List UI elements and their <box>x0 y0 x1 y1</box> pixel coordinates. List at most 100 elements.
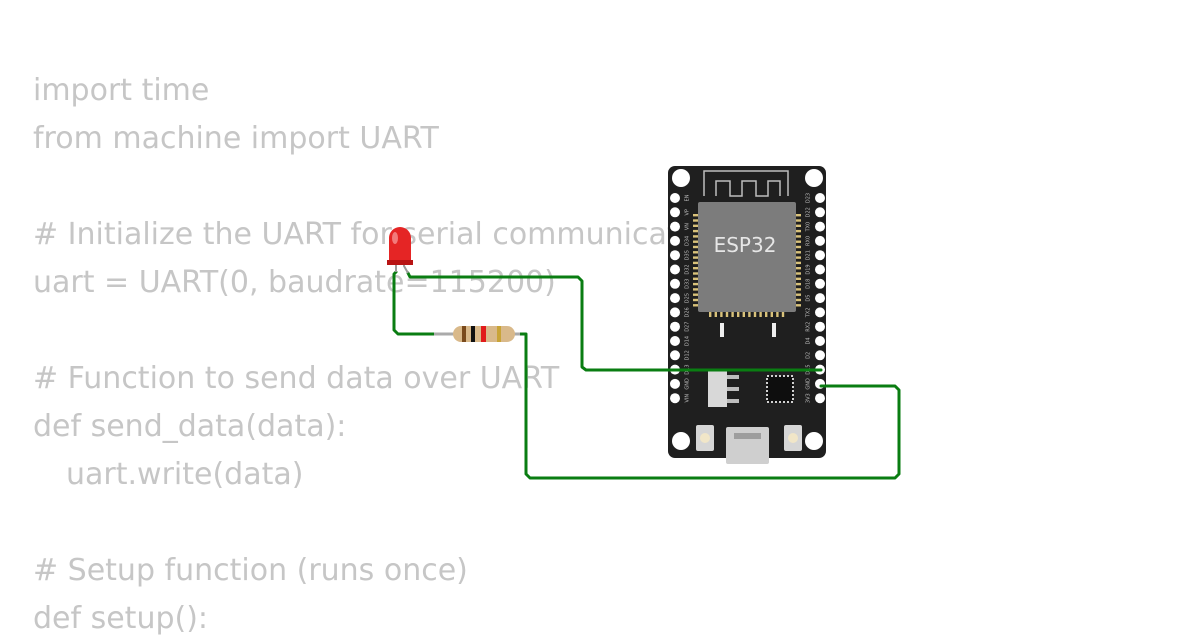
module-pad <box>693 267 699 270</box>
module-pad <box>795 245 801 249</box>
en-button[interactable] <box>696 425 714 451</box>
module-pad <box>753 311 757 317</box>
module-pad <box>795 277 801 280</box>
antenna-trace <box>703 170 789 197</box>
pin-3v3[interactable] <box>815 393 825 404</box>
pin-d22[interactable] <box>815 207 825 218</box>
pin-d2[interactable] <box>815 350 825 361</box>
module-pad <box>795 251 801 254</box>
pin-d18[interactable] <box>815 278 825 289</box>
module-pad <box>737 311 740 317</box>
left-pin-header: ENVPVND34D35D32D33D25D26D27D14D12D13GNDV… <box>670 193 691 404</box>
pin-rx2[interactable] <box>815 321 825 332</box>
module-pad <box>795 219 801 222</box>
pin-d12[interactable] <box>670 350 680 361</box>
module-pad <box>714 311 717 317</box>
pin-en[interactable] <box>670 193 680 203</box>
module-pad <box>693 251 699 254</box>
esp32-board[interactable]: ESP32 ENVPVND34D35D32D33D25D26D27D14D12D… <box>668 166 826 464</box>
module-pad <box>693 272 699 275</box>
led-highlight <box>392 232 398 244</box>
pin-d4[interactable] <box>815 336 825 346</box>
pin-label: RX2 <box>806 322 812 332</box>
pin-label: D22 <box>806 207 812 217</box>
pin-tx2[interactable] <box>815 307 825 318</box>
module-pad <box>795 288 801 291</box>
led-rim <box>387 260 413 265</box>
wires <box>392 270 901 480</box>
module-pad <box>759 311 762 317</box>
voltage-regulator <box>708 371 727 407</box>
micro-usb-slot <box>734 433 761 439</box>
module-pad <box>795 256 801 259</box>
module-pads <box>693 214 801 317</box>
module-pad <box>693 224 699 227</box>
wire-resistor-gnd[interactable] <box>518 332 901 480</box>
pin-d26[interactable] <box>670 307 680 318</box>
module-pad <box>795 240 801 243</box>
module-pad <box>795 235 801 238</box>
pin-d25[interactable] <box>670 293 680 304</box>
right-pin-header: D23D22TX0RX0D21D19D18D5TX2RX2D4D2D15GND3… <box>806 193 825 404</box>
wire-led-cathode-resistor[interactable] <box>392 270 436 336</box>
module-pad <box>693 298 699 302</box>
module-pad <box>693 304 699 307</box>
boot-button[interactable] <box>784 425 802 451</box>
resistor-band <box>471 326 475 342</box>
pin-d21[interactable] <box>815 250 825 261</box>
resistor[interactable] <box>434 326 520 342</box>
mounting-hole <box>672 432 690 450</box>
pin-label: D26 <box>685 307 691 317</box>
module-pad <box>693 288 699 291</box>
resistor-band <box>462 326 466 342</box>
module-pad <box>795 261 801 265</box>
regulator-pin <box>727 399 739 403</box>
code-line: def send_data(data): <box>33 409 347 444</box>
module-pad <box>720 311 723 317</box>
pin-vn[interactable] <box>670 221 680 232</box>
pin-vin[interactable] <box>670 393 680 404</box>
pin-d34[interactable] <box>670 235 680 246</box>
pin-label: GND <box>806 378 812 390</box>
red-led[interactable] <box>387 227 413 274</box>
module-pad <box>693 214 699 217</box>
pin-label: EN <box>685 194 691 201</box>
pin-label: D19 <box>806 264 812 274</box>
code-line: from machine import UART <box>33 121 439 156</box>
pin-gnd[interactable] <box>670 378 680 389</box>
module-pad <box>693 293 699 296</box>
pin-tx0[interactable] <box>815 221 825 232</box>
module-pad <box>693 282 699 286</box>
pin-d32[interactable] <box>670 264 680 275</box>
module-pad <box>776 311 779 317</box>
module-pad <box>795 282 801 286</box>
regulator-pin <box>727 375 739 379</box>
module-pad <box>693 277 699 280</box>
module-pad <box>693 219 699 222</box>
pin-label: VP <box>685 209 691 215</box>
pin-rx0[interactable] <box>815 235 825 246</box>
pin-label: D4 <box>806 337 812 344</box>
pin-label: D32 <box>685 264 691 274</box>
pin-label: D23 <box>806 193 812 203</box>
module-pad <box>725 311 729 317</box>
pin-d19[interactable] <box>815 264 825 275</box>
module-pad <box>748 311 751 317</box>
pin-d23[interactable] <box>815 193 825 203</box>
pin-vp[interactable] <box>670 207 680 218</box>
module-pad <box>795 298 801 302</box>
pin-label: TX2 <box>806 308 812 319</box>
pin-d35[interactable] <box>670 250 680 261</box>
module-pad <box>693 229 699 233</box>
led-body <box>389 227 411 264</box>
mounting-hole <box>805 432 823 450</box>
code-line: import time <box>33 73 210 108</box>
pin-label: D35 <box>685 250 691 260</box>
pin-d14[interactable] <box>670 336 680 346</box>
pin-d27[interactable] <box>670 321 680 332</box>
pin-d5[interactable] <box>815 293 825 304</box>
pin-label: D27 <box>685 322 691 332</box>
pin-label: D2 <box>806 352 812 359</box>
wire-led-anode-d15[interactable] <box>406 271 823 372</box>
pin-d33[interactable] <box>670 278 680 289</box>
